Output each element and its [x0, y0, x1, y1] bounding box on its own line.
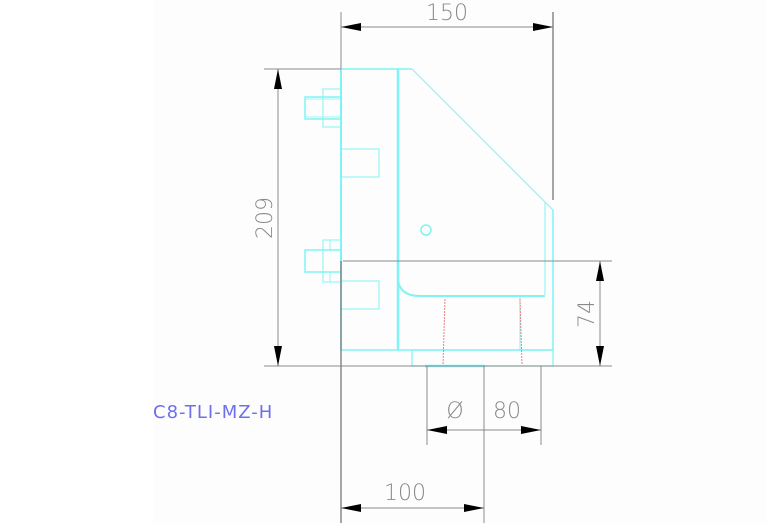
- left-margin: [0, 0, 153, 523]
- dimension-lines: [264, 12, 612, 523]
- bolt-upper-icon: [304, 88, 342, 128]
- bolt-lower-icon: [304, 239, 342, 283]
- slot-upper-icon: [340, 148, 380, 178]
- dim-diameter: 80: [493, 399, 521, 424]
- part-label: C8-TLI-MZ-H: [153, 402, 273, 423]
- hidden-lines: [442, 298, 523, 366]
- dim-center-offset: 100: [384, 481, 426, 506]
- part-outline: [304, 68, 554, 368]
- dim-base-height: 74: [575, 300, 600, 328]
- dim-overall-width: 150: [426, 1, 468, 26]
- dim-overall-height: 209: [253, 197, 278, 239]
- hole-icon: [420, 224, 432, 236]
- slot-lower-icon: [340, 280, 380, 310]
- dim-diameter-symbol: Ø: [446, 399, 463, 424]
